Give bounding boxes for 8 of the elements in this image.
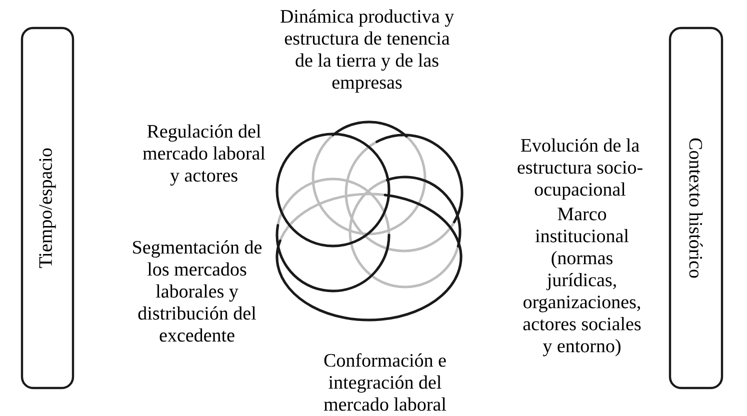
rounded-box: Tiempo/espacio <box>20 26 74 390</box>
circle-label: Segmentación de los mercados laborales y distribución del excedente <box>133 240 262 342</box>
circle-label: Marco institucional (normas jurídicas, organizaciones, actores sociales y entorno) <box>523 208 641 356</box>
circle-label: Regulación del mercado laboral y actores <box>142 124 266 186</box>
circle-label: Dinámica productiva y estructura de tenencia de la tierra y de las empresas <box>280 9 454 93</box>
circle-label: Conformación e integración del mercado laboral <box>324 353 446 411</box>
rounded-box: Contexto histórico <box>668 26 724 390</box>
circle-label: Evolución de la estructura socio-ocupacional <box>518 138 642 200</box>
